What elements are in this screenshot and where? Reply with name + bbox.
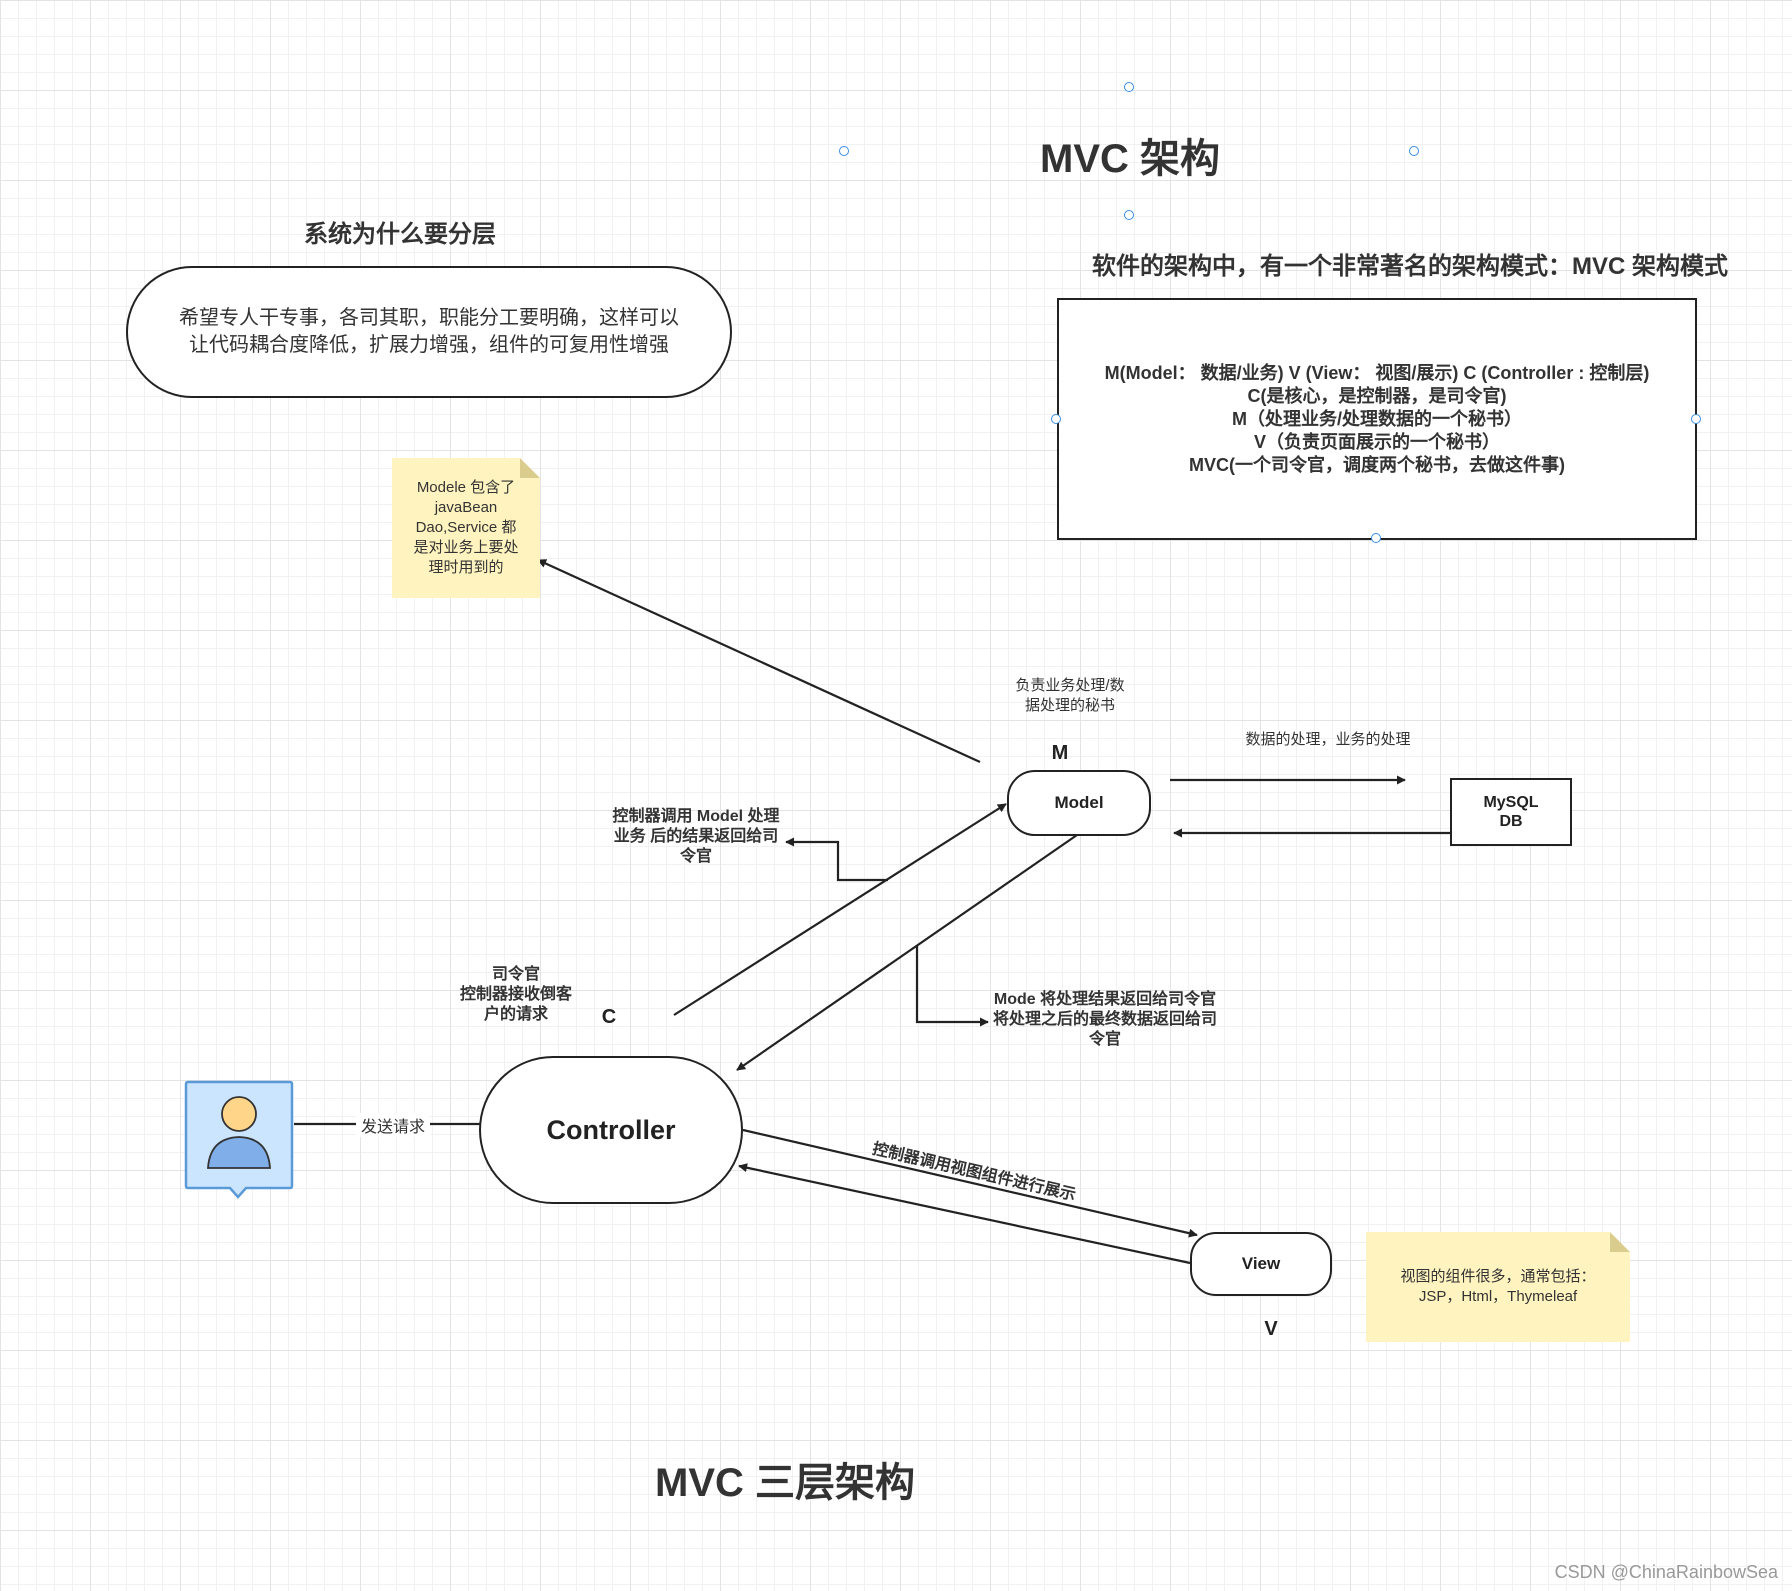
why-layers-line: 希望专人干专事，各司其职，职能分工要明确，这样可以 [179, 307, 679, 329]
selection-handle[interactable] [1051, 414, 1061, 424]
model-node[interactable]: Model [1007, 770, 1151, 836]
ctrl-calls-model-line: 业务 后的结果返回给司 [613, 828, 779, 845]
model-note-line: Modele 包含了 [416, 479, 516, 496]
selection-handle[interactable] [1124, 210, 1134, 220]
pattern-intro-title: 软件的架构中，有一个非常著名的架构模式：MVC 架构模式 [1092, 253, 1728, 280]
why-layers-box[interactable]: 希望专人干专事，各司其职，职能分工要明确，这样可以 让代码耦合度降低，扩展力增强… [126, 266, 732, 398]
watermark: CSDN @ChinaRainbowSea [1554, 1562, 1778, 1582]
mvc-definition-line: C(是核心，是控制器，是司令官) [1247, 385, 1507, 406]
model-note-line: javaBean [434, 499, 498, 516]
letter-m: M [1051, 742, 1069, 764]
model-role-line: 据处理的秘书 [1024, 697, 1115, 714]
model-returns-line: 将处理之后的最终数据返回给司 [992, 1011, 1217, 1028]
arrow-model-to-controller [736, 834, 1078, 1071]
selection-handle[interactable] [1371, 533, 1381, 543]
commander-line: 司令官 [491, 966, 540, 983]
why-layers-line: 让代码耦合度降低，扩展力增强，组件的可复用性增强 [189, 334, 669, 356]
ctrl-calls-model-line: 令官 [679, 848, 712, 865]
arrow-model-to-model-note [537, 558, 981, 764]
controller-node[interactable]: Controller [479, 1056, 743, 1204]
bottom-title: MVC 三层架构 [655, 1461, 915, 1505]
selection-handle[interactable] [1691, 414, 1701, 424]
commander-line: 控制器接收倒客 [459, 986, 572, 1003]
model-note-line: 理时用到的 [428, 559, 504, 576]
main-title: MVC 架构 [1040, 137, 1220, 181]
arrow-to-ctrl-calls-model-label [785, 837, 888, 882]
model-note-line: Dao,Service 都 [415, 519, 517, 536]
ctrl-calls-model-label: 控制器调用 Model 处理 业务 后的结果返回给司 令官 [596, 807, 796, 867]
mvc-definition-line: MVC(一个司令官，调度两个秘书，去做这件事) [1189, 454, 1565, 475]
view-note-line: JSP，Html，Thymeleaf [1418, 1288, 1578, 1305]
model-returns-line: Mode 将处理结果返回给司令官 [993, 991, 1217, 1008]
commander-label: 司令官 控制器接收倒客 户的请求 [446, 965, 586, 1025]
model-note[interactable]: Modele 包含了 javaBean Dao,Service 都 是对业务上要… [392, 458, 540, 598]
model-note-line: 是对业务上要处 [413, 539, 519, 556]
model-role-label: 负责业务处理/数 据处理的秘书 [980, 676, 1160, 716]
db-line: DB [1499, 813, 1523, 830]
letter-v: V [1264, 1318, 1278, 1340]
mvc-definition-line: V（负责页面展示的一个秘书） [1253, 431, 1500, 452]
selection-handle[interactable] [1124, 82, 1134, 92]
db-line: MySQL [1483, 794, 1539, 811]
view-note-line: 视图的组件很多，通常包括： [1400, 1268, 1596, 1285]
mvc-definition-line: M（处理业务/处理数据的一个秘书） [1232, 408, 1522, 429]
send-request-label: 发送请求 [356, 1113, 430, 1137]
selection-handle[interactable] [839, 146, 849, 156]
mvc-definition-line: M(Model： 数据/业务) V (View： 视图/展示) C (Contr… [1104, 362, 1650, 383]
arrow-view-to-controller [738, 1163, 1191, 1265]
arrow-controller-to-model [673, 803, 1007, 1016]
view-node[interactable]: View [1190, 1232, 1332, 1296]
data-processing-label: 数据的处理，业务的处理 [1245, 731, 1411, 748]
ctrl-calls-model-line: 控制器调用 Model 处理 [612, 808, 780, 825]
db-node[interactable]: MySQL DB [1450, 778, 1572, 846]
model-returns-label: Mode 将处理结果返回给司令官 将处理之后的最终数据返回给司 令官 [980, 990, 1230, 1050]
user-icon[interactable] [184, 1080, 294, 1200]
view-note[interactable]: 视图的组件很多，通常包括： JSP，Html，Thymeleaf [1366, 1232, 1630, 1342]
model-returns-line: 令官 [1088, 1031, 1121, 1048]
mvc-definition-box[interactable]: M(Model： 数据/业务) V (View： 视图/展示) C (Contr… [1057, 298, 1697, 540]
arrow-to-model-returns-label [915, 945, 989, 1027]
letter-c: C [601, 1006, 617, 1028]
commander-line: 户的请求 [483, 1006, 548, 1023]
model-role-line: 负责业务处理/数 [1015, 677, 1125, 694]
arrow-controller-to-view [742, 1128, 1198, 1238]
selection-handle[interactable] [1409, 146, 1419, 156]
why-layers-title: 系统为什么要分层 [304, 221, 496, 248]
